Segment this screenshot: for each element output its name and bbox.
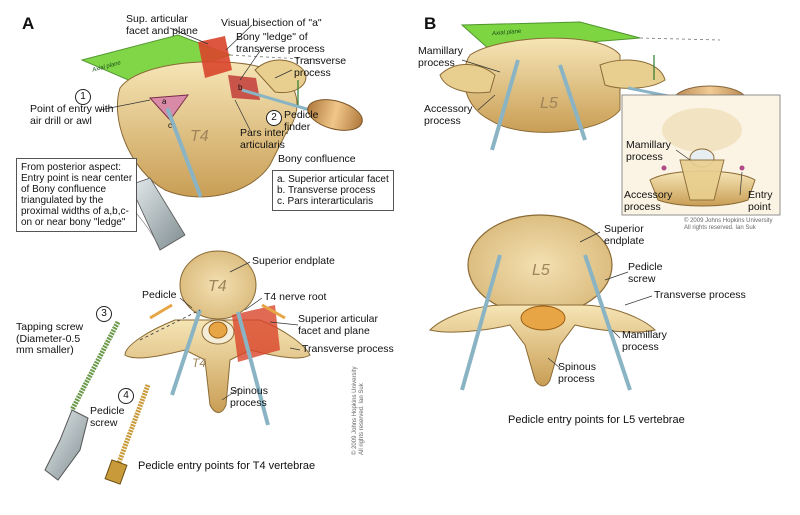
label-accessory-top: Accessory process <box>424 103 473 127</box>
label-pars: Pars inter- articularis <box>240 127 289 151</box>
copyright-b: © 2009 Johns Hopkins University All righ… <box>684 218 773 231</box>
t4-letter-arch: T4 <box>192 356 207 370</box>
panel-b-letter: B <box>424 14 437 33</box>
label-entry-point: Entry point <box>748 189 773 213</box>
label-sup-articular-2: Superior articular facet and plane <box>298 313 378 337</box>
number-3: 3 <box>96 306 112 322</box>
facet-letter-c: c <box>168 121 172 130</box>
t4-facet-plane <box>232 305 280 362</box>
posterior-note-box: From posterior aspect: Entry point is ne… <box>16 158 138 232</box>
label-bony-confluence: Bony confluence <box>278 153 356 165</box>
label-pedicle-screw-t4: Pedicle screw <box>90 405 125 429</box>
t4-letter-axial: T4 <box>208 278 227 295</box>
label-transverse-process-top: Transverse process <box>294 55 347 79</box>
panel-a-letter: A <box>22 14 35 33</box>
t4-transverse-process <box>254 59 307 94</box>
l5-posterior-inset <box>621 94 781 216</box>
sup-articular-plane <box>198 36 232 78</box>
tapping-screw-handle <box>44 409 89 481</box>
t4-axial-body <box>179 250 257 320</box>
ledge-marker <box>228 75 260 100</box>
pedicle-screw-head <box>104 459 128 485</box>
pedicle-finder-handle <box>307 99 363 131</box>
t4-screw-right <box>236 311 270 426</box>
number-1: 1 <box>75 89 91 105</box>
l5-left-process <box>439 64 496 94</box>
label-sup-articular: Sup. articular facet and plane <box>126 13 198 37</box>
l5-screw-right <box>583 254 632 391</box>
finder-wire <box>241 88 311 112</box>
legend-box: a. Superior articular facet b. Transvers… <box>272 170 394 211</box>
l5-arch <box>429 304 656 387</box>
l5-cauda <box>520 305 566 331</box>
t4-spinal-cord <box>208 321 228 339</box>
l5-screw-left <box>460 254 502 391</box>
tapping-screw-shaft <box>69 320 121 412</box>
label-accessory-inset: Accessory process <box>624 189 673 213</box>
awl-wire <box>166 108 202 197</box>
label-point-of-entry: Point of entry with air drill or awl <box>30 103 114 127</box>
label-superior-endplate-t4: Superior endplate <box>252 255 335 267</box>
t4-axial-view <box>44 250 311 485</box>
label-mamillary-bottom: Mamillary process <box>622 329 667 353</box>
copyright-a: © 2009 Johns Hopkins University All righ… <box>352 366 365 455</box>
facet-letter-b: b <box>238 83 243 92</box>
label-transverse-process-t4: Transverse process <box>302 343 394 355</box>
label-pedicle: Pedicle <box>142 289 177 301</box>
label-transverse-process-l5: Transverse process <box>654 289 746 301</box>
pedicle-screw-shaft <box>115 384 151 466</box>
label-bony-ledge: Bony "ledge" of transverse process <box>236 31 325 55</box>
label-mamillary-top: Mamillary process <box>418 45 463 69</box>
caption-t4: Pedicle entry points for T4 vertebrae <box>138 460 316 472</box>
label-tapping-screw: Tapping screw (Diameter-0.5 mm smaller) <box>16 321 84 356</box>
label-spinous-process-t4: Spinous process <box>230 385 268 409</box>
t4-letter-oblique: T4 <box>190 128 209 145</box>
label-pedicle-finder: Pedicle finder <box>284 109 319 133</box>
l5-letter-oblique: L5 <box>540 95 558 112</box>
facet-letter-a: a <box>162 97 167 106</box>
l5-axial-view <box>429 214 656 391</box>
label-t4-nerve-root: T4 nerve root <box>264 291 327 303</box>
number-4: 4 <box>118 388 134 404</box>
label-mamillary-inset: Mamillary process <box>626 139 671 163</box>
label-superior-endplate-l5: Superior endplate <box>604 223 645 247</box>
l5-right-process <box>599 59 666 89</box>
t4-screw-left <box>170 309 202 396</box>
bony-confluence-triangle <box>148 94 190 121</box>
label-pedicle-screw-l5: Pedicle screw <box>628 261 663 285</box>
t4-oblique-view <box>80 24 363 251</box>
l5-letter-axial: L5 <box>532 262 550 279</box>
label-spinous-process-l5: Spinous process <box>558 361 596 385</box>
number-2: 2 <box>266 110 282 126</box>
caption-l5: Pedicle entry points for L5 vertebrae <box>508 414 685 426</box>
label-visual-bisection: Visual bisection of "a" <box>221 17 322 29</box>
